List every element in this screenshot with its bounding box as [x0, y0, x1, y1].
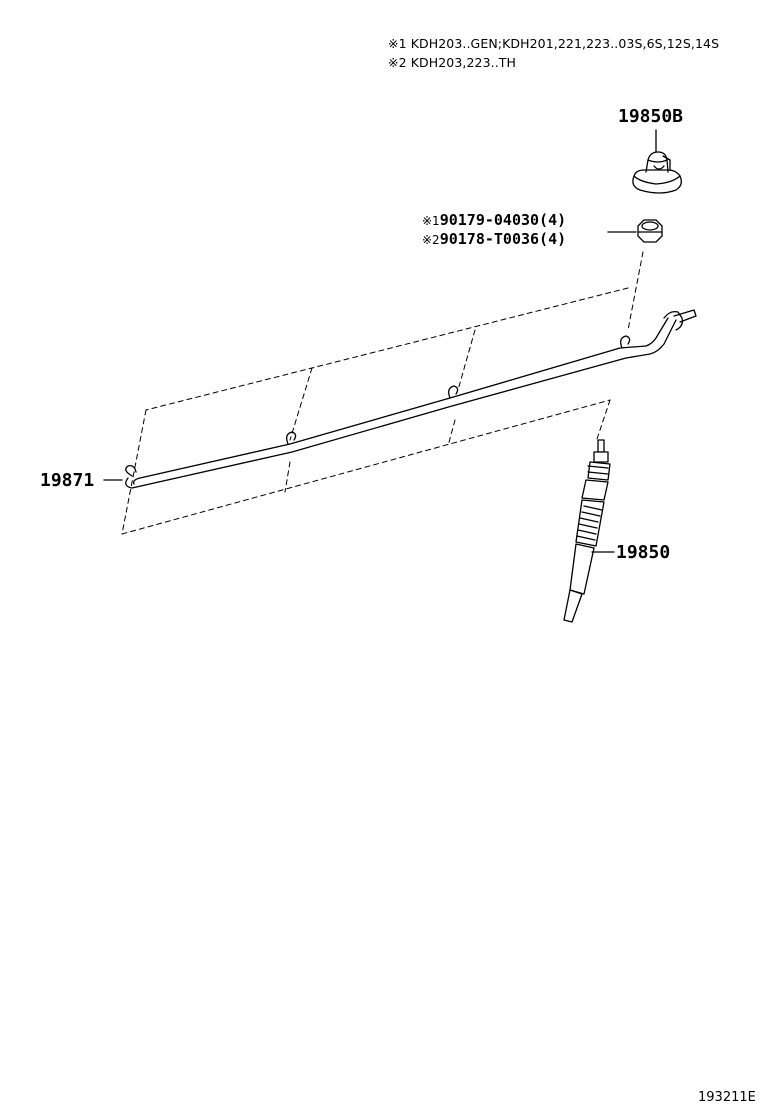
part-number-19850b[interactable]: 19850B — [618, 106, 684, 127]
note-1-mark: ※1 — [388, 36, 407, 51]
note-2: ※2 KDH203,223..TH — [388, 55, 516, 70]
nut-2-mark: ※2 — [422, 233, 440, 247]
note-2-text: KDH203,223..TH — [410, 55, 517, 70]
nut-1-mark: ※1 — [422, 214, 440, 228]
connector-cap-icon — [632, 151, 682, 194]
part-number-nut-1[interactable]: ※190179-04030(4) — [422, 211, 566, 229]
connector-bar-icon — [125, 309, 697, 489]
part-number-19850[interactable]: 19850 — [616, 542, 671, 563]
nut-icon — [637, 219, 663, 243]
nut-2-number: 90178-T0036(4) — [439, 230, 567, 248]
nut-1-number: 90179-04030(4) — [439, 211, 567, 229]
glow-plug-icon — [563, 439, 611, 623]
note-2-mark: ※2 — [388, 55, 407, 70]
diagram-code: 193211E — [698, 1090, 756, 1105]
part-number-nut-2[interactable]: ※290178-T0036(4) — [422, 230, 566, 248]
note-1: ※1 KDH203..GEN;KDH201,221,223..03S,6S,12… — [388, 36, 719, 51]
note-1-text: KDH203..GEN;KDH201,221,223..03S,6S,12S,1… — [410, 36, 720, 51]
part-number-19871[interactable]: 19871 — [40, 470, 95, 491]
